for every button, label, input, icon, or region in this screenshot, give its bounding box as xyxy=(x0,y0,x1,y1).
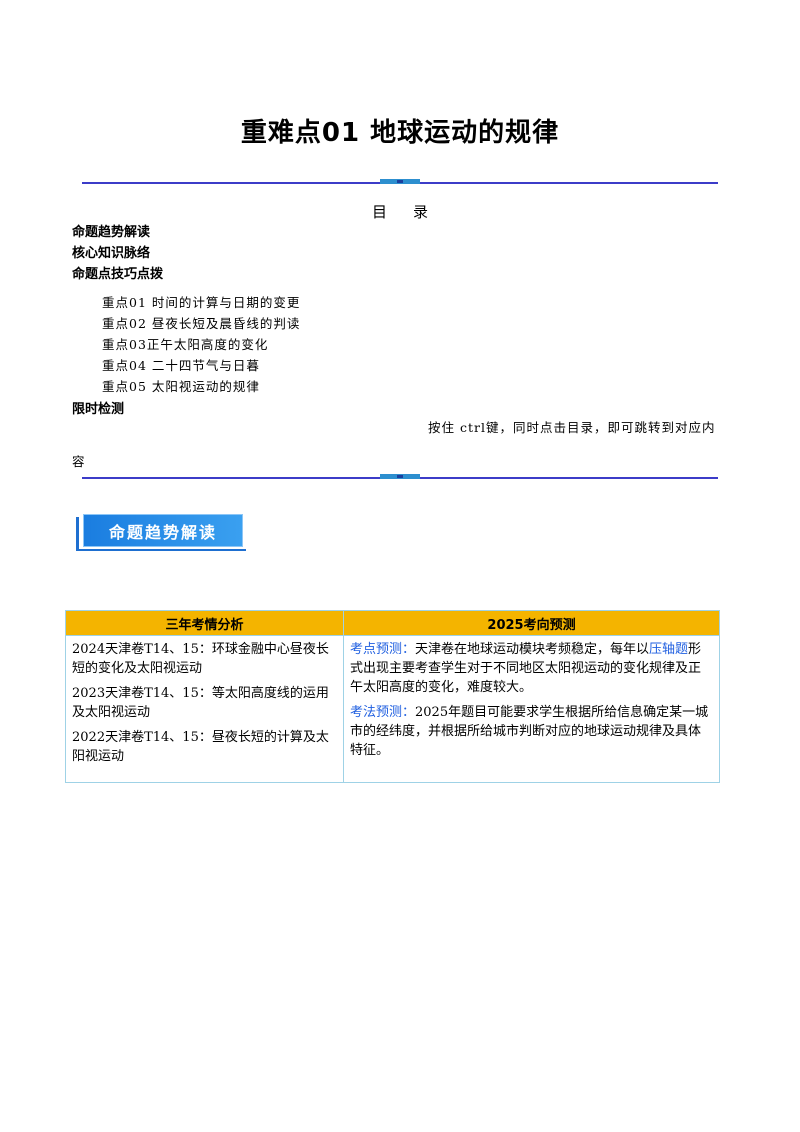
divider-ornament xyxy=(380,179,420,184)
table-header-row: 三年考情分析 2025考向预测 xyxy=(65,610,720,636)
toc-note-continued: 容 xyxy=(72,454,85,469)
analysis-entry-2022: 2022天津卷T14、15：昼夜长短的计算及太阳视运动 xyxy=(72,730,329,764)
analysis-entry-2023: 2023天津卷T14、15：等太阳高度线的运用及太阳视运动 xyxy=(72,686,329,720)
toc-subitem-4[interactable]: 重点04 二十四节气与日暮 xyxy=(102,358,260,373)
header-forecast: 2025考向预测 xyxy=(343,610,720,636)
toc-item-trend[interactable]: 命题趋势解读 xyxy=(72,225,151,240)
page-title: 重难点01 地球运动的规律 xyxy=(240,118,560,148)
forecast-method: 考法预测：2025年题目可能要求学生根据所给信息确定某一城市的经纬度，并根据所给… xyxy=(350,703,713,760)
trend-table: 三年考情分析 2025考向预测 2024天津卷T14、15：环球金融中心昼夜长短… xyxy=(65,610,720,783)
toc-note: 按住 ctrl键，同时点击目录，即可跳转到对应内 xyxy=(428,420,716,435)
toc-item-knowledge[interactable]: 核心知识脉络 xyxy=(72,246,151,261)
toc-subitem-3[interactable]: 重点03正午太阳高度的变化 xyxy=(102,337,269,352)
forecast-method-label: 考法预测： xyxy=(350,705,416,720)
forecast-point: 考点预测：天津卷在地球运动模块考频稳定，每年以压轴题形式出现主要考查学生对于不同… xyxy=(350,640,713,697)
forecast-point-label: 考点预测： xyxy=(350,642,416,657)
forecast-cell: 考点预测：天津卷在地球运动模块考频稳定，每年以压轴题形式出现主要考查学生对于不同… xyxy=(343,635,720,783)
toc-subitem-5[interactable]: 重点05 太阳视运动的规律 xyxy=(102,379,260,394)
toc-heading: 目录 xyxy=(371,203,454,221)
table-row: 2024天津卷T14、15：环球金融中心昼夜长短的变化及太阳视运动 2023天津… xyxy=(65,635,720,783)
toc-subitem-2[interactable]: 重点02 昼夜长短及晨昏线的判读 xyxy=(102,316,301,331)
toc-item-skills[interactable]: 命题点技巧点拨 xyxy=(72,267,164,282)
section-badge-label: 命题趋势解读 xyxy=(83,514,243,547)
toc-item-test[interactable]: 限时检测 xyxy=(72,402,125,417)
toc-subitem-1[interactable]: 重点01 时间的计算与日期的变更 xyxy=(102,295,301,310)
finale-question-link: 压轴题 xyxy=(649,642,689,657)
forecast-method-text: 2025年题目可能要求学生根据所给信息确定某一城市的经纬度，并根据所给城市判断对… xyxy=(350,705,709,758)
analysis-cell: 2024天津卷T14、15：环球金融中心昼夜长短的变化及太阳视运动 2023天津… xyxy=(65,635,344,783)
header-three-year: 三年考情分析 xyxy=(65,610,344,636)
section-badge: 命题趋势解读 xyxy=(76,505,246,551)
divider-ornament-bottom xyxy=(380,474,420,479)
forecast-point-text-a: 天津卷在地球运动模块考频稳定，每年以 xyxy=(415,642,650,657)
forecast-point-text-b: 形式出现主要考查学生对于不同地区太阳视运动的变化规律及正午太阳高度的变化，难度较… xyxy=(350,642,702,695)
analysis-entry-2024: 2024天津卷T14、15：环球金融中心昼夜长短的变化及太阳视运动 xyxy=(72,642,329,676)
